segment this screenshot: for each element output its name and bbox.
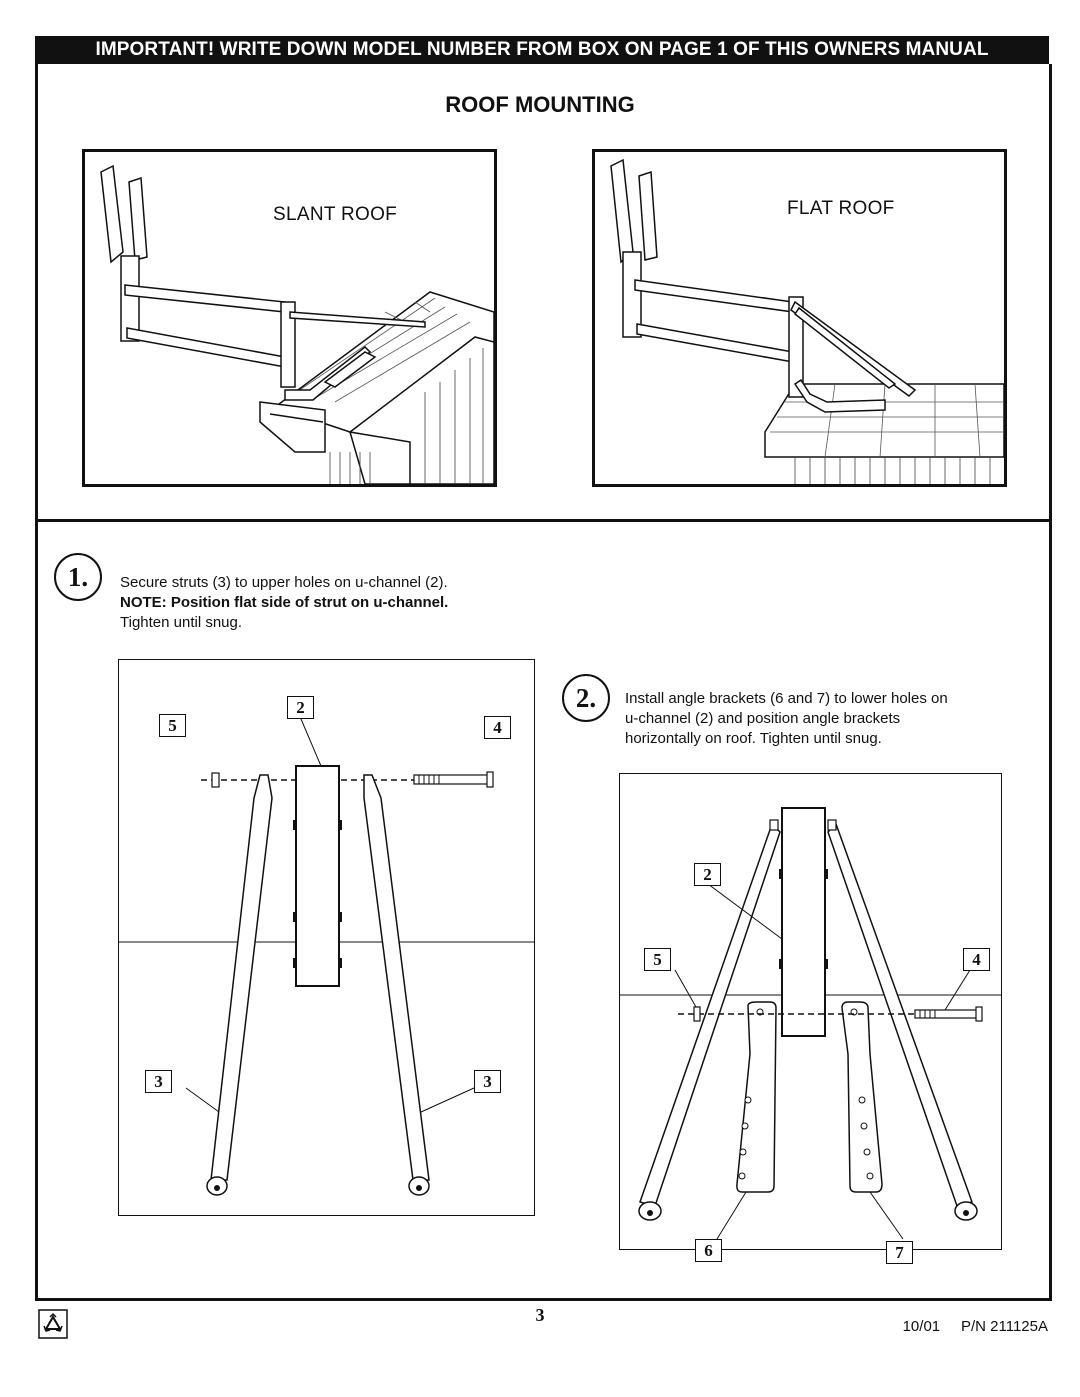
step-1-note: NOTE: Position flat side of strut on u-c… <box>120 594 449 611</box>
step-2-diagram: 2 5 4 6 7 <box>619 773 1002 1264</box>
step-2-instructions: Install angle brackets (6 and 7) to lowe… <box>625 689 948 749</box>
flat-roof-illustration <box>610 158 1004 484</box>
flat-roof-panel: FLAT ROOF <box>592 149 1007 487</box>
step-1-illustration <box>119 718 534 1196</box>
step-1-line-3: Tighten until snug. <box>120 614 243 631</box>
callout-7: 7 <box>886 1241 913 1264</box>
step-2-line-1: Install angle brackets (6 and 7) to lowe… <box>625 690 948 707</box>
flat-roof-label: FLAT ROOF <box>787 198 895 219</box>
important-banner: IMPORTANT! WRITE DOWN MODEL NUMBER FROM … <box>35 36 1049 64</box>
step-2-illustration <box>620 807 1001 1240</box>
page-number: 3 <box>535 1305 545 1325</box>
callout-3-right: 3 <box>474 1070 501 1093</box>
page-frame <box>35 64 1052 1301</box>
callout-5: 5 <box>159 714 186 737</box>
callout-2: 2 <box>694 863 721 886</box>
step-1-instructions: Secure struts (3) to upper holes on u-ch… <box>120 573 448 633</box>
slant-roof-label: SLANT ROOF <box>273 204 398 225</box>
recycle-icon <box>38 1309 68 1339</box>
footer-info: 10/01 P/N 211125A <box>903 1318 1048 1335</box>
callout-6: 6 <box>695 1239 722 1262</box>
section-title: ROOF MOUNTING <box>445 92 635 117</box>
slant-roof-illustration <box>100 164 494 484</box>
step-2-line-2: u-channel (2) and position angle bracket… <box>625 710 901 727</box>
callout-4: 4 <box>484 716 511 739</box>
callout-3-left: 3 <box>145 1070 172 1093</box>
callout-4: 4 <box>963 948 990 971</box>
slant-roof-panel: SLANT ROOF <box>82 149 497 487</box>
section-divider <box>35 519 1049 522</box>
callout-2: 2 <box>287 696 314 719</box>
callout-5: 5 <box>644 948 671 971</box>
step-1-diagram: 5 2 4 3 3 <box>118 659 535 1216</box>
step-1-marker: 1. <box>54 553 102 601</box>
step-1-line-1: Secure struts (3) to upper holes on u-ch… <box>120 574 448 591</box>
step-2-marker: 2. <box>562 674 610 722</box>
step-2-line-3: horizontally on roof. Tighten until snug… <box>625 730 882 747</box>
part-number: P/N 211125A <box>960 1318 1048 1335</box>
revision-date: 10/01 <box>902 1318 941 1335</box>
